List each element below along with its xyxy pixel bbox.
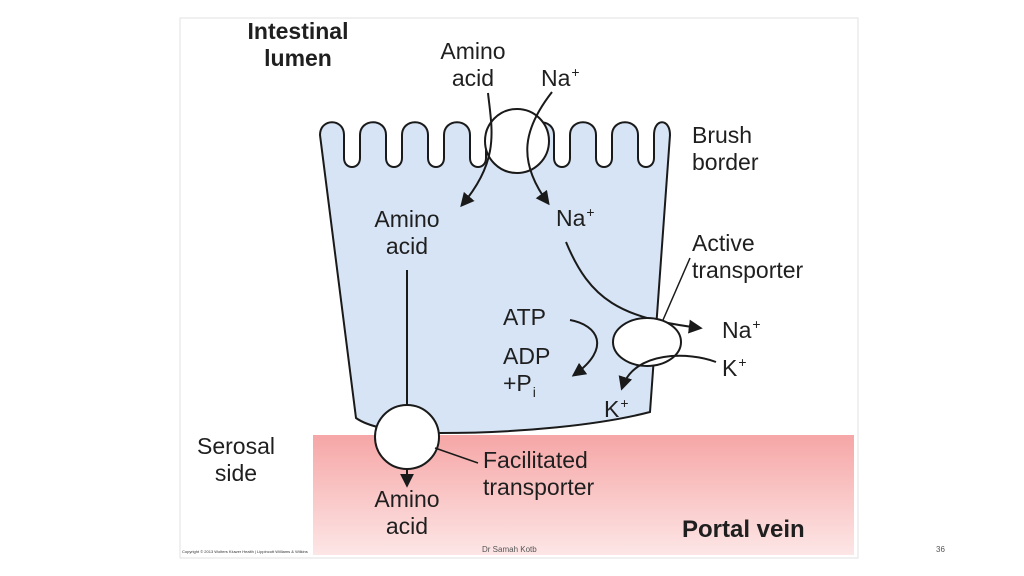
active-transporter-pointer bbox=[662, 257, 691, 321]
potassium-cell-label: K+ bbox=[604, 395, 629, 422]
sodium-lumen-label: Na+ bbox=[541, 64, 580, 91]
footer-page-number: 36 bbox=[936, 545, 945, 554]
sodium-entry-arrow bbox=[526, 91, 553, 206]
footer-author: Dr Samah Kotb bbox=[482, 545, 537, 554]
atp-label: ATP bbox=[503, 304, 547, 330]
sodium-cell-label: Na+ bbox=[556, 204, 595, 231]
epithelial-cell bbox=[318, 121, 672, 435]
atp-hydrolysis-arrow bbox=[569, 319, 599, 377]
portal-vein-label: Portal vein bbox=[682, 516, 805, 543]
copyright-text: Copyright © 2013 Wolters Kluwer Health |… bbox=[182, 549, 308, 554]
facilitated-transporter-circle bbox=[374, 404, 440, 470]
potassium-blood-label: K+ bbox=[722, 354, 747, 381]
potassium-entry-arrow bbox=[618, 354, 717, 391]
cotransporter-circle bbox=[484, 108, 550, 174]
active-transporter-circle bbox=[612, 317, 682, 367]
sodium-blood-label: Na+ bbox=[722, 316, 761, 343]
adp-pi-label: ADP +Pi bbox=[503, 343, 551, 400]
facilitated-transporter-pointer bbox=[434, 447, 479, 464]
amino-acid-entry-arrow bbox=[460, 92, 493, 208]
sodium-to-pump-line bbox=[565, 241, 703, 334]
